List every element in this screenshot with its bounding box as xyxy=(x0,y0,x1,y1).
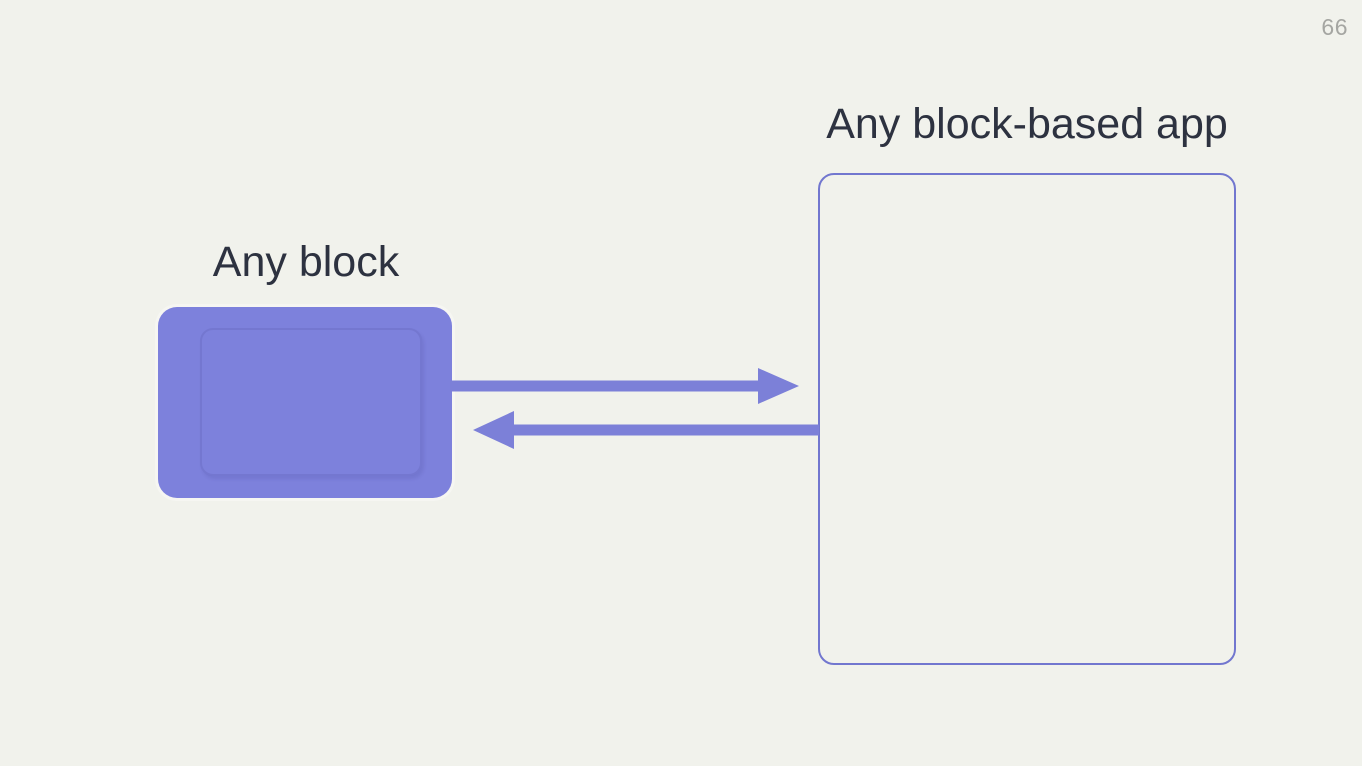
any-block-label: Any block xyxy=(212,238,400,286)
arrow-left-icon xyxy=(473,411,819,449)
app-box-outline xyxy=(818,173,1236,665)
app-box-label: Any block-based app xyxy=(826,100,1228,148)
arrow-right-icon xyxy=(450,368,799,404)
any-block-inner-outline xyxy=(200,328,422,476)
page-number: 66 xyxy=(1321,14,1348,40)
any-block-shape xyxy=(158,307,452,498)
